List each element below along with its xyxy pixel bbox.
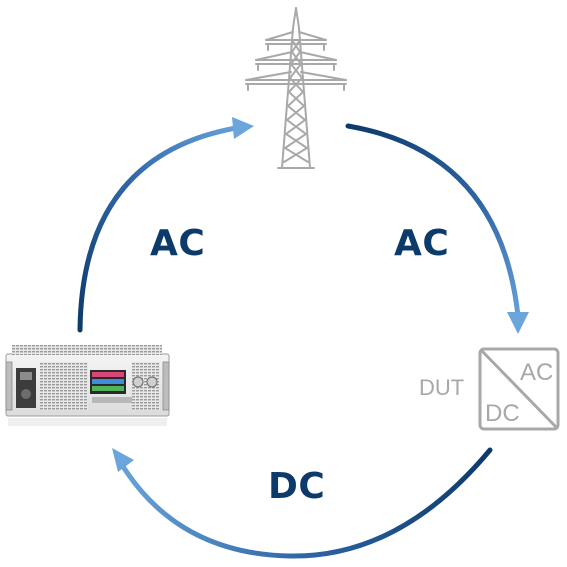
arrow-grid-to-dut bbox=[345, 123, 529, 334]
arrow-source-to-grid bbox=[77, 117, 254, 333]
dc-ac-converter-icon: AC DC bbox=[478, 347, 560, 431]
arrow-dut-to-source bbox=[112, 447, 493, 559]
dut-dc-text: DC bbox=[485, 400, 520, 427]
flow-label-grid-to-dut: AC bbox=[394, 223, 450, 264]
flow-label-dut-to-source: DC bbox=[268, 466, 326, 507]
dut-ac-text: AC bbox=[520, 359, 553, 386]
dut-label: DUT bbox=[419, 375, 465, 400]
regenerative-power-supply-icon bbox=[5, 345, 170, 426]
power-transmission-tower-icon bbox=[245, 7, 347, 169]
flow-label-source-to-grid: AC bbox=[150, 223, 206, 264]
